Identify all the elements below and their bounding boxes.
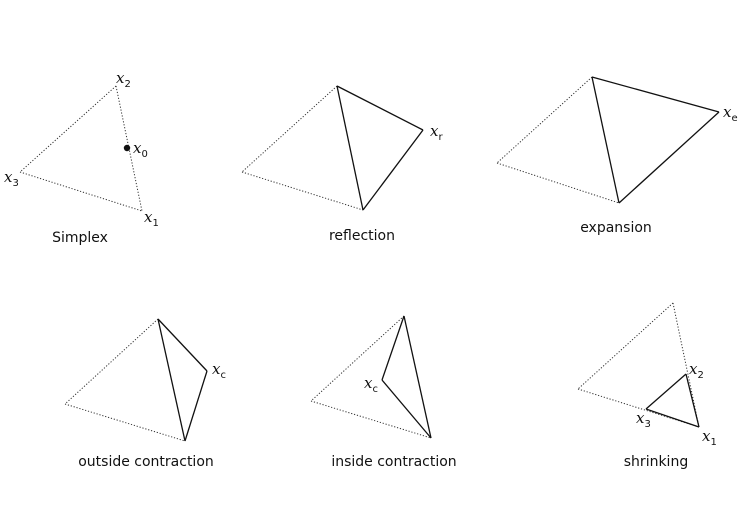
edge-xr-bottom [362,129,424,211]
panel-expansion: xe expansion [496,76,738,236]
caption-shrinking: shrinking [624,454,688,470]
caption-inside-contraction: inside contraction [331,454,456,470]
edge-top-bottom [672,302,700,428]
edge-top-bottom [336,85,364,211]
label-x3: x3 [4,168,19,189]
label-x1: x1 [702,427,717,448]
edge-x2-x3 [19,85,117,173]
label-xr: xr [430,122,443,143]
edge-xc-bottom [184,370,208,442]
label-x2: x2 [689,360,704,381]
edge-x2-x1 [685,373,700,428]
edge-left-bottom [496,162,620,204]
caption-reflection: reflection [329,228,395,244]
edge-top-bottom [591,76,620,204]
caption-expansion: expansion [580,220,652,236]
edge-top-xc [381,315,405,381]
edge-left-bottom [310,400,432,439]
edge-top-bottom [403,315,432,439]
label-x3: x3 [636,409,651,430]
panel-inside-contraction: xc inside contraction [310,315,457,470]
label-x0: x0 [133,139,148,160]
edge-top-xe [591,76,720,113]
caption-outside-contraction: outside contraction [78,454,214,470]
caption-simplex: Simplex [52,230,108,246]
label-x2: x2 [116,69,131,90]
label-xe: xe [723,103,738,124]
panel-reflection: xr reflection [241,85,443,244]
edge-top-xr [336,85,424,131]
edge-top-left [577,302,674,390]
panel-simplex: x2 x0 x3 x1 Simplex [4,69,159,246]
label-xc: xc [364,374,378,395]
centroid-point [123,144,131,152]
edge-x3-x1 [645,408,700,428]
edge-x3-x1 [19,171,143,212]
edge-x2-x3 [645,373,687,410]
label-x1: x1 [144,208,159,229]
label-xc: xc [212,360,226,381]
edge-xe-bottom [618,111,720,204]
edge-top-left [64,318,159,405]
panel-shrinking: x2 x3 x1 shrinking [577,302,717,470]
panel-outside-contraction: xc outside contraction [64,318,226,470]
edge-left-bottom [64,403,186,442]
edge-top-left [496,76,593,164]
edge-left-bottom [241,171,364,211]
edge-xc-bottom [381,379,432,439]
edge-top-left [241,85,338,173]
edge-top-bottom [157,318,186,442]
edge-top-xc [157,318,208,372]
